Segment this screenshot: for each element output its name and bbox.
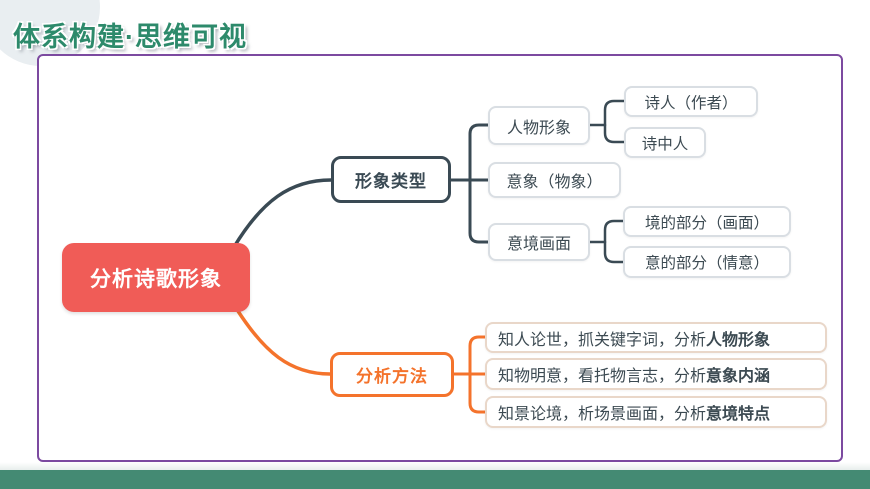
method-text-bold: 意境特点: [706, 406, 771, 423]
curve-root-to-method: [234, 306, 332, 376]
leaf-scene-part: 境的部分（画面）: [623, 206, 791, 237]
method-item-person: 知人论世，抓关键字词，分析人物形象: [485, 322, 827, 353]
node-person-image: 人物形象: [488, 106, 590, 145]
method-item-imagery: 知物明意，看托物言志，分析意象内涵: [485, 358, 827, 390]
footer-green-bar: [0, 470, 870, 489]
scene-fork-bracket: [603, 219, 625, 264]
method-text-bold: 意象内涵: [706, 368, 771, 385]
node-imagery-object: 意象（物象）: [488, 162, 621, 198]
type-trunk: [468, 123, 490, 244]
leaf-poet-author: 诗人（作者）: [624, 86, 758, 117]
footer-shadow-strip: [0, 462, 870, 470]
branch-node-image-types: 形象类型: [331, 156, 451, 203]
root-node-analyze-poetry-image: 分析诗歌形象: [62, 243, 250, 312]
method-text-prefix: 知景论境，析场景画面，分析: [498, 406, 707, 423]
method-text-prefix: 知人论世，抓关键字词，分析: [498, 331, 707, 349]
method-text-bold: 人物形象: [706, 331, 771, 349]
page-title: 体系构建·思维可视: [13, 22, 247, 52]
curve-root-to-type: [232, 178, 333, 249]
leaf-emotion-part: 意的部分（情意）: [623, 246, 791, 278]
person-fork-bracket: [603, 99, 626, 144]
method-item-scene: 知景论境，析场景画面，分析意境特点: [485, 396, 827, 428]
branch-node-analysis-methods: 分析方法: [330, 352, 454, 397]
method-text-prefix: 知物明意，看托物言志，分析: [498, 368, 707, 385]
node-scene-picture: 意境画面: [488, 223, 590, 261]
leaf-person-in-poem: 诗中人: [624, 127, 706, 158]
